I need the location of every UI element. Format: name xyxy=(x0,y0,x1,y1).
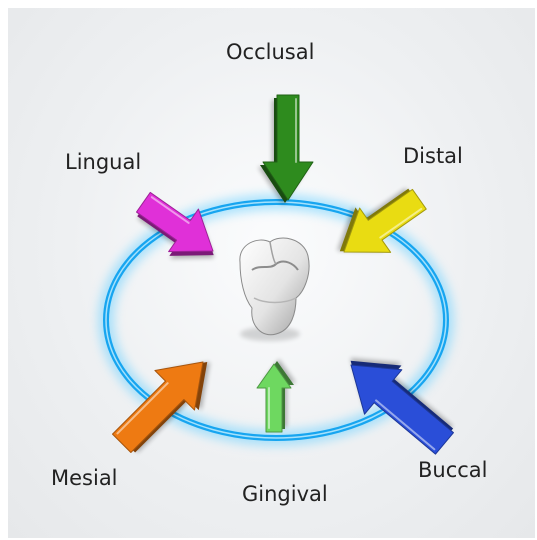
orbit-ring xyxy=(98,194,454,446)
label-gingival[interactable]: Gingival xyxy=(242,482,328,506)
arrow-gingival-icon[interactable] xyxy=(256,359,296,433)
tooth-icon xyxy=(239,237,310,341)
view-direction-widget: Occlusal Distal Lingual Mesial Gingival … xyxy=(8,8,535,538)
arrow-distal-icon[interactable] xyxy=(322,173,435,277)
direction-scene xyxy=(98,94,467,467)
label-occlusal[interactable]: Occlusal xyxy=(226,40,315,64)
label-buccal[interactable]: Buccal xyxy=(418,458,488,482)
label-distal[interactable]: Distal xyxy=(403,144,463,168)
label-mesial[interactable]: Mesial xyxy=(51,466,118,490)
label-lingual[interactable]: Lingual xyxy=(65,150,142,174)
arrow-lingual-icon[interactable] xyxy=(126,181,232,279)
arrow-occlusal-icon[interactable] xyxy=(258,94,314,205)
arrow-buccal-icon[interactable] xyxy=(329,336,467,466)
arrow-mesial-icon[interactable] xyxy=(102,339,230,467)
